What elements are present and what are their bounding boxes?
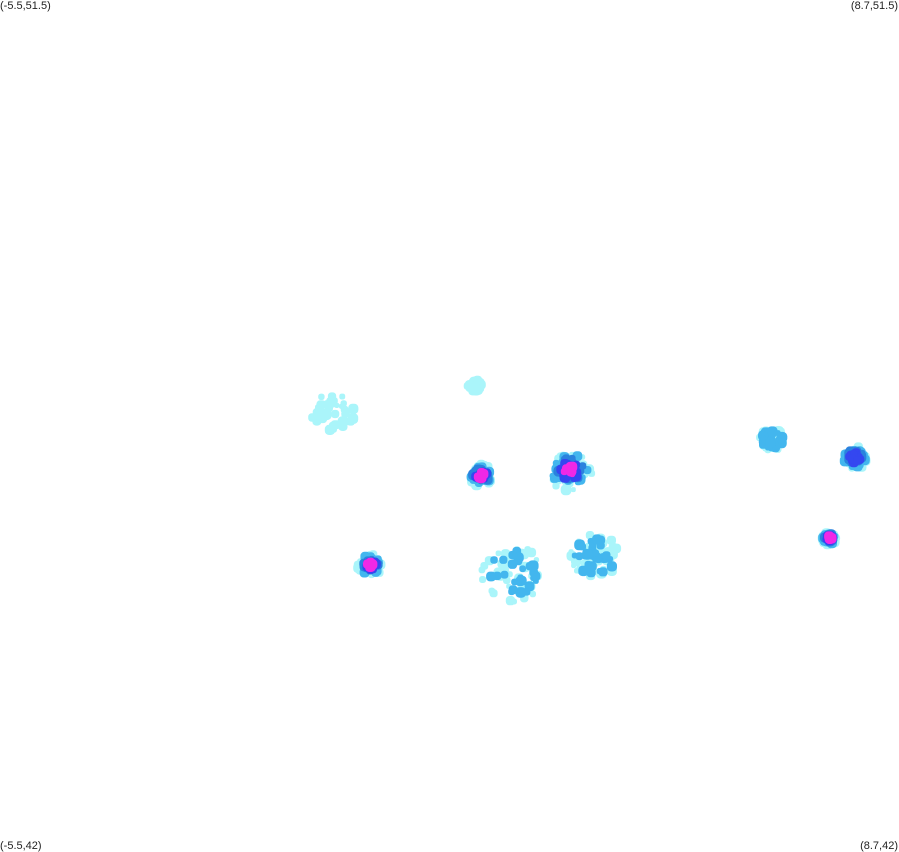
density-cell-level-2 — [778, 438, 785, 445]
density-cell-level-2 — [519, 565, 526, 573]
density-cluster-3 — [466, 459, 495, 491]
density-cell-level-1 — [348, 403, 359, 414]
density-cell-level-1 — [585, 531, 595, 540]
density-cell-level-1 — [524, 546, 531, 553]
density-cell-level-2 — [512, 553, 518, 559]
density-cell-level-1 — [339, 393, 346, 400]
density-cell-level-2 — [490, 556, 498, 564]
density-cell-level-3 — [578, 462, 587, 470]
density-cell-level-2 — [507, 559, 518, 569]
density-cell-level-2 — [606, 561, 617, 572]
density-cell-level-1 — [334, 402, 340, 408]
density-cell-level-1 — [338, 421, 348, 431]
density-cell-level-5 — [477, 469, 485, 476]
density-cell-level-4 — [853, 456, 862, 465]
corner-label-bottom-right: (8.7,42) — [860, 840, 898, 852]
density-cluster-1 — [308, 392, 359, 435]
density-cell-level-2 — [508, 588, 516, 596]
corner-label-bottom-left: (-5.5,42) — [0, 840, 42, 852]
density-cell-level-1 — [505, 596, 516, 606]
density-cell-level-2 — [591, 549, 600, 557]
density-cell-level-1 — [570, 487, 576, 493]
density-cell-level-1 — [560, 484, 572, 496]
density-cell-level-1 — [347, 418, 355, 425]
density-cell-level-2 — [549, 472, 556, 479]
density-cell-level-1 — [341, 408, 350, 418]
density-cell-level-1 — [606, 535, 616, 545]
density-cell-level-1 — [330, 420, 340, 430]
density-cell-level-2 — [578, 543, 587, 551]
density-cluster-8 — [817, 528, 841, 550]
density-cluster-10 — [463, 375, 486, 396]
density-cell-level-2 — [500, 570, 509, 579]
density-cluster-2 — [353, 550, 386, 579]
density-cell-level-1 — [495, 550, 502, 557]
density-cell-level-1 — [466, 381, 475, 389]
density-cell-level-2 — [532, 573, 540, 581]
density-cell-level-2 — [521, 579, 527, 585]
density-cluster-6 — [566, 531, 622, 581]
density-cell-level-2 — [511, 578, 518, 586]
density-cell-level-1 — [478, 566, 486, 574]
density-cell-level-1 — [479, 576, 487, 583]
density-cell-level-5 — [566, 466, 577, 477]
corner-label-top-right: (8.7,51.5) — [850, 0, 898, 12]
density-cell-level-2 — [582, 565, 593, 576]
density-cell-level-2 — [582, 549, 593, 560]
density-cell-level-5 — [826, 532, 835, 541]
density-cluster-9 — [756, 426, 788, 454]
density-cell-level-1 — [316, 400, 326, 410]
density-cluster-4 — [478, 546, 542, 606]
density-cell-level-2 — [765, 437, 776, 448]
density-cell-level-2 — [598, 567, 608, 577]
density-cell-level-1 — [529, 590, 536, 598]
density-cell-level-1 — [473, 379, 480, 387]
density-cell-level-1 — [489, 589, 498, 598]
density-cell-level-2 — [499, 555, 508, 564]
density-cell-level-5 — [365, 561, 376, 572]
density-cell-level-2 — [522, 588, 531, 596]
density-cell-level-1 — [308, 413, 317, 422]
density-cell-level-3 — [568, 454, 576, 462]
corner-label-top-left: (-5.5,51.5) — [0, 0, 51, 12]
density-cell-level-2 — [517, 588, 524, 595]
density-cell-level-2 — [602, 551, 611, 560]
density-cell-level-1 — [318, 393, 325, 400]
density-cell-level-1 — [319, 409, 330, 419]
density-cell-level-1 — [331, 409, 340, 419]
density-cell-level-2 — [760, 435, 766, 441]
density-cell-level-2 — [575, 552, 584, 561]
density-cell-level-2 — [595, 535, 606, 546]
density-cluster-5 — [549, 451, 596, 496]
density-cell-level-2 — [527, 560, 539, 572]
density-cell-level-1 — [326, 396, 337, 408]
density-cell-level-2 — [486, 571, 496, 582]
density-cluster-7 — [839, 442, 871, 472]
density-cell-level-1 — [338, 403, 344, 409]
